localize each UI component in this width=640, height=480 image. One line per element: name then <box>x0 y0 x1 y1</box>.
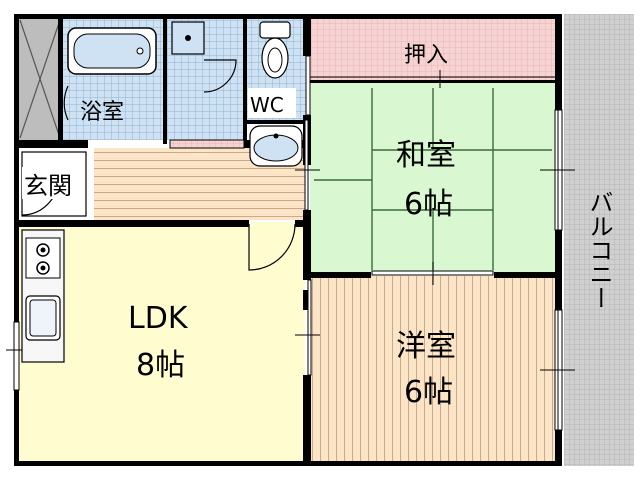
washitsu-size: 6帖 <box>404 187 453 222</box>
ldk-floor <box>18 222 305 464</box>
sink-icon <box>25 295 61 341</box>
tatami-mats <box>314 88 552 270</box>
bath-threshold <box>169 139 245 149</box>
windows <box>6 109 575 431</box>
washbasin-icon <box>249 125 303 167</box>
stove-icon <box>25 237 61 279</box>
toilet-label: WC <box>250 93 284 117</box>
youshitsu-size: 6帖 <box>404 375 453 410</box>
bathtub-icon <box>67 27 157 75</box>
bath-label: 浴室 <box>80 100 124 125</box>
balcony-floor <box>564 14 634 466</box>
toilet-icon <box>259 21 291 79</box>
entrance-label: 玄関 <box>24 172 72 200</box>
doors <box>21 59 296 271</box>
washitsu-name: 和室 <box>396 138 456 173</box>
youshitsu-floor <box>310 276 555 464</box>
youshitsu-name: 洋室 <box>396 329 456 364</box>
ldk-size: 8帖 <box>136 348 185 383</box>
storage-label: 押入 <box>404 43 448 68</box>
shower-icon <box>171 21 205 55</box>
ldk-name: LDK <box>128 301 189 336</box>
balcony-label: バルコニー <box>585 190 613 310</box>
storage-floor <box>310 18 555 80</box>
